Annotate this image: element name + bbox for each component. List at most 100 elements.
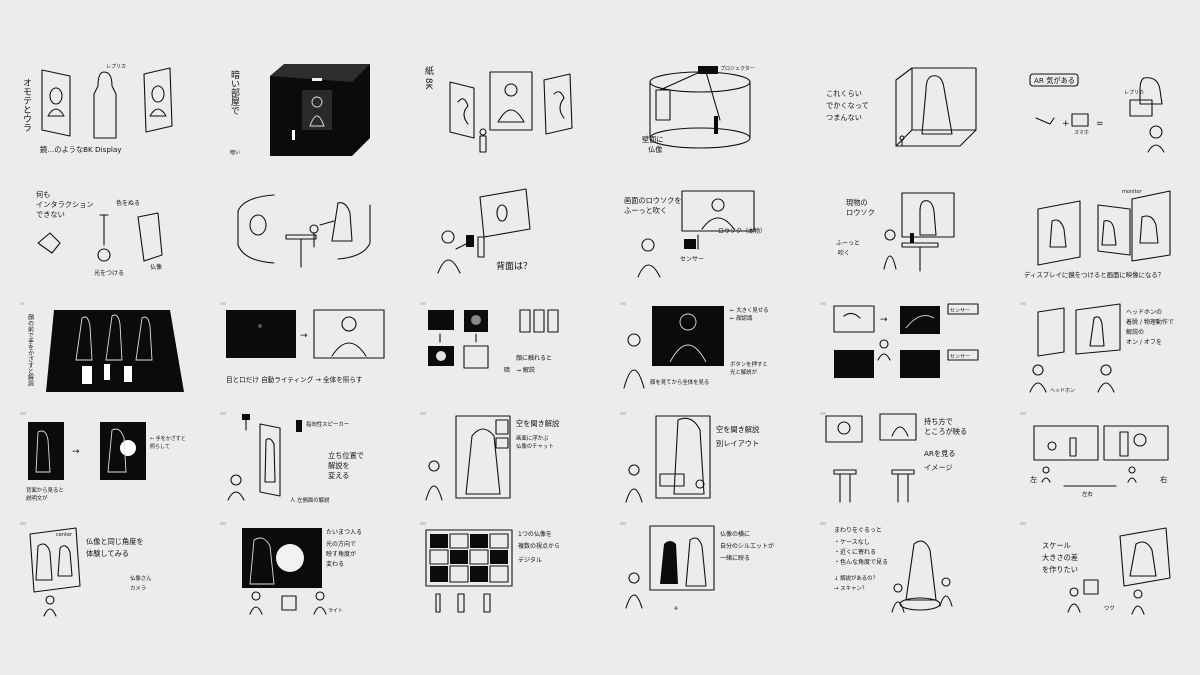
sketch-note: ← 手をかざすと — [150, 435, 186, 442]
sketch-vertical-text: オモテとウラ — [21, 78, 32, 132]
sketch-note: スマホ — [1074, 130, 1089, 136]
sketch-note: 画面に浮かぶ — [516, 434, 549, 442]
sketch-chat-alt-layout: 空を聞き解説 別レイアウト — [620, 410, 788, 506]
sketch-note: 光をつける — [94, 269, 124, 277]
sketch-caption: デジタル — [518, 556, 542, 564]
sketch-headphones: ヘッドホンの 着脱 / 物理動作で 解説の オン / オフを ヘッドホン — [1020, 300, 1188, 396]
sketch-note: 照らして — [150, 444, 170, 450]
svg-text:→: → — [300, 331, 308, 341]
sketch-note: center — [56, 532, 73, 538]
sketch-note: ※ — [674, 606, 678, 612]
sketch-caption: スケール — [1042, 541, 1071, 550]
sketch-vertical-text: 紙 8K — [423, 65, 434, 91]
sketch-ring-room — [220, 185, 388, 281]
sketch-note: ヘッドホン — [1050, 388, 1075, 394]
sketch-caption: 体験してみる — [86, 549, 129, 558]
sketch-left-right: 左 右 左右 — [1020, 410, 1188, 506]
sketch-caption: 画面のロウソクを — [624, 196, 682, 205]
sketch-note: ふーっと — [836, 240, 860, 247]
sketch-note: 暗 — [504, 366, 510, 374]
sketch-caption: 鏡…のようなBK Display — [40, 145, 122, 154]
sketch-same-angle: center 仏像と同じ角度を 体験してみる 仏像さん カメラ — [20, 520, 188, 617]
sketch-note: ↓ 解説があるの？ — [834, 574, 878, 582]
sketch-display-mirror: monitor ディスプレイに鏡をつけると画面に映像になる？ — [1020, 185, 1188, 281]
sketch-caption: 壁面に — [642, 135, 664, 144]
sketch-note: センサー — [680, 256, 704, 263]
sketch-caption: インタラクション — [36, 200, 94, 209]
sketch-caption: 自分のシルエットが — [720, 542, 774, 550]
sketch-caption: → 解説 — [516, 366, 535, 374]
sketch-caption: オン / オフを — [1126, 339, 1162, 346]
sketch-caption: 顔を見てから全体を見る — [650, 378, 709, 386]
sketch-caption: を作りたい — [1042, 565, 1078, 574]
sketch-sensors: → センサー センサー — [820, 300, 988, 396]
sketch-note: カメラ — [130, 585, 146, 592]
sketch-note: レプリカ — [106, 64, 126, 70]
sketch-caption: 変わる — [326, 560, 344, 568]
sketch-note: 人 左側面の解説 — [290, 496, 330, 504]
sketch-vertical-text: 顔の前で手をかざすと解説 — [27, 313, 34, 387]
sketch-note: → スキャン？ — [834, 585, 867, 592]
sketch-caption: ロウソク — [846, 208, 875, 217]
sketch-auto-lighting: → 目と口だけ 自動ライティング → 全体を照らす — [220, 300, 388, 396]
sketch-caption: まわりをぐるっと — [834, 527, 882, 534]
sketch-note: 仏像 — [150, 263, 162, 271]
sketch-note: monitor — [1122, 189, 1143, 195]
sketch-caption: 顔に触れると — [516, 354, 552, 362]
sketch-mirror-display: オモテとウラ 鏡…のようなBK Display レプリカ — [20, 60, 188, 156]
sketch-caption: 仏像と同じ角度を — [86, 537, 144, 546]
sketch-caption: 着脱 / 物理動作で — [1126, 318, 1174, 326]
sketch-dark-corridor: 顔の前で手をかざすと解説 — [20, 300, 188, 396]
sketch-caption: ・近くに寄れる — [834, 548, 876, 556]
sketch-caption: AR 気がある — [1034, 76, 1075, 85]
sketch-caption: イメージ — [924, 463, 953, 472]
sketch-caption: 光の方向で — [326, 540, 356, 548]
svg-text:+: + — [1062, 119, 1070, 129]
sketch-note: 吹く — [838, 249, 850, 257]
sketch-note: センサー — [950, 354, 970, 360]
sketch-note: ← 顔認識 — [730, 314, 753, 322]
sketch-screen-candle: 画面のロウソクを ふーっと吹く ロウソク（本物） センサー — [620, 185, 788, 281]
sketch-caption: 複数の視点から — [518, 542, 560, 550]
sketch-caption: 解説を — [328, 461, 350, 470]
sketch-caption: でかくなって — [826, 101, 869, 110]
sketch-scale: スケール 大きさの差 を作りたい ワク — [1020, 520, 1188, 616]
sketch-note: 仏像のチャット — [516, 442, 554, 450]
sketch-touch-flow: 顔に触れると → 解説 暗 — [420, 300, 588, 396]
sketch-vertical-text: 暗い部屋で — [229, 69, 240, 115]
sketch-note: ロウソク（本物） — [718, 227, 766, 235]
sketch-ar: AR 気がある レプリカ + スマホ = — [1020, 60, 1188, 156]
sketch-real-candle: 現物の ロウソク ふーっと 吹く — [820, 185, 988, 281]
sketch-caption: 目と口だけ 自動ライティング → 全体を照らす — [226, 375, 363, 384]
sketch-caption: これくらい — [826, 89, 862, 98]
sketch-note: ← 大きく見せる — [730, 306, 769, 314]
sketch-caption: 解説の — [1126, 328, 1144, 336]
svg-text:→: → — [72, 447, 80, 457]
sketch-hand-over: → ← 手をかざすと 照らして 背面から見ると 説明文が — [20, 410, 188, 506]
sketch-caption: できない — [36, 210, 65, 219]
sketch-caption: ARを見る — [924, 449, 955, 458]
sketch-caption: ・ケースなし — [834, 539, 870, 546]
sketch-caption: たいまつ入る — [326, 529, 362, 536]
sketch-caption: つまんない — [826, 113, 862, 122]
sketch-note: ライト — [328, 608, 343, 614]
sketch-caption: 一緒に映る — [720, 554, 750, 562]
sketch-note: レプリカ — [1124, 90, 1144, 96]
sketch-back-side: 背面は？ — [420, 185, 588, 281]
sketch-caption: 変える — [328, 471, 349, 480]
sketch-directional-speaker: 指向性スピーカー 立ち位置で 解説を 変える 人 左側面の解説 — [220, 410, 388, 506]
sketch-caption: 左 — [1030, 475, 1037, 484]
sketch-note: 仏像さん — [130, 574, 152, 582]
sketch-caption: ヘッドホンの — [1126, 309, 1162, 316]
sketch-caption: 現物の — [846, 198, 868, 207]
sketch-note: 光と解説が — [730, 368, 758, 376]
sketch-note: ワク — [1104, 605, 1115, 612]
sketch-caption: 持ち方で — [924, 417, 953, 426]
sketch-face-detect: ← 大きく見せる ← 顔認識 ボタンを押すと 光と解説が 顔を見てから全体を見る — [620, 300, 788, 396]
sketch-caption: 別レイアウト — [716, 439, 759, 448]
sketch-caption: ところが映る — [924, 427, 967, 436]
sketch-caption: ・色んな角度で見る — [834, 558, 888, 566]
sketch-silhouette: 仏像の横に 自分のシルエットが 一緒に映る ※ — [620, 520, 788, 616]
sketch-caption: 仏像 — [648, 145, 662, 154]
